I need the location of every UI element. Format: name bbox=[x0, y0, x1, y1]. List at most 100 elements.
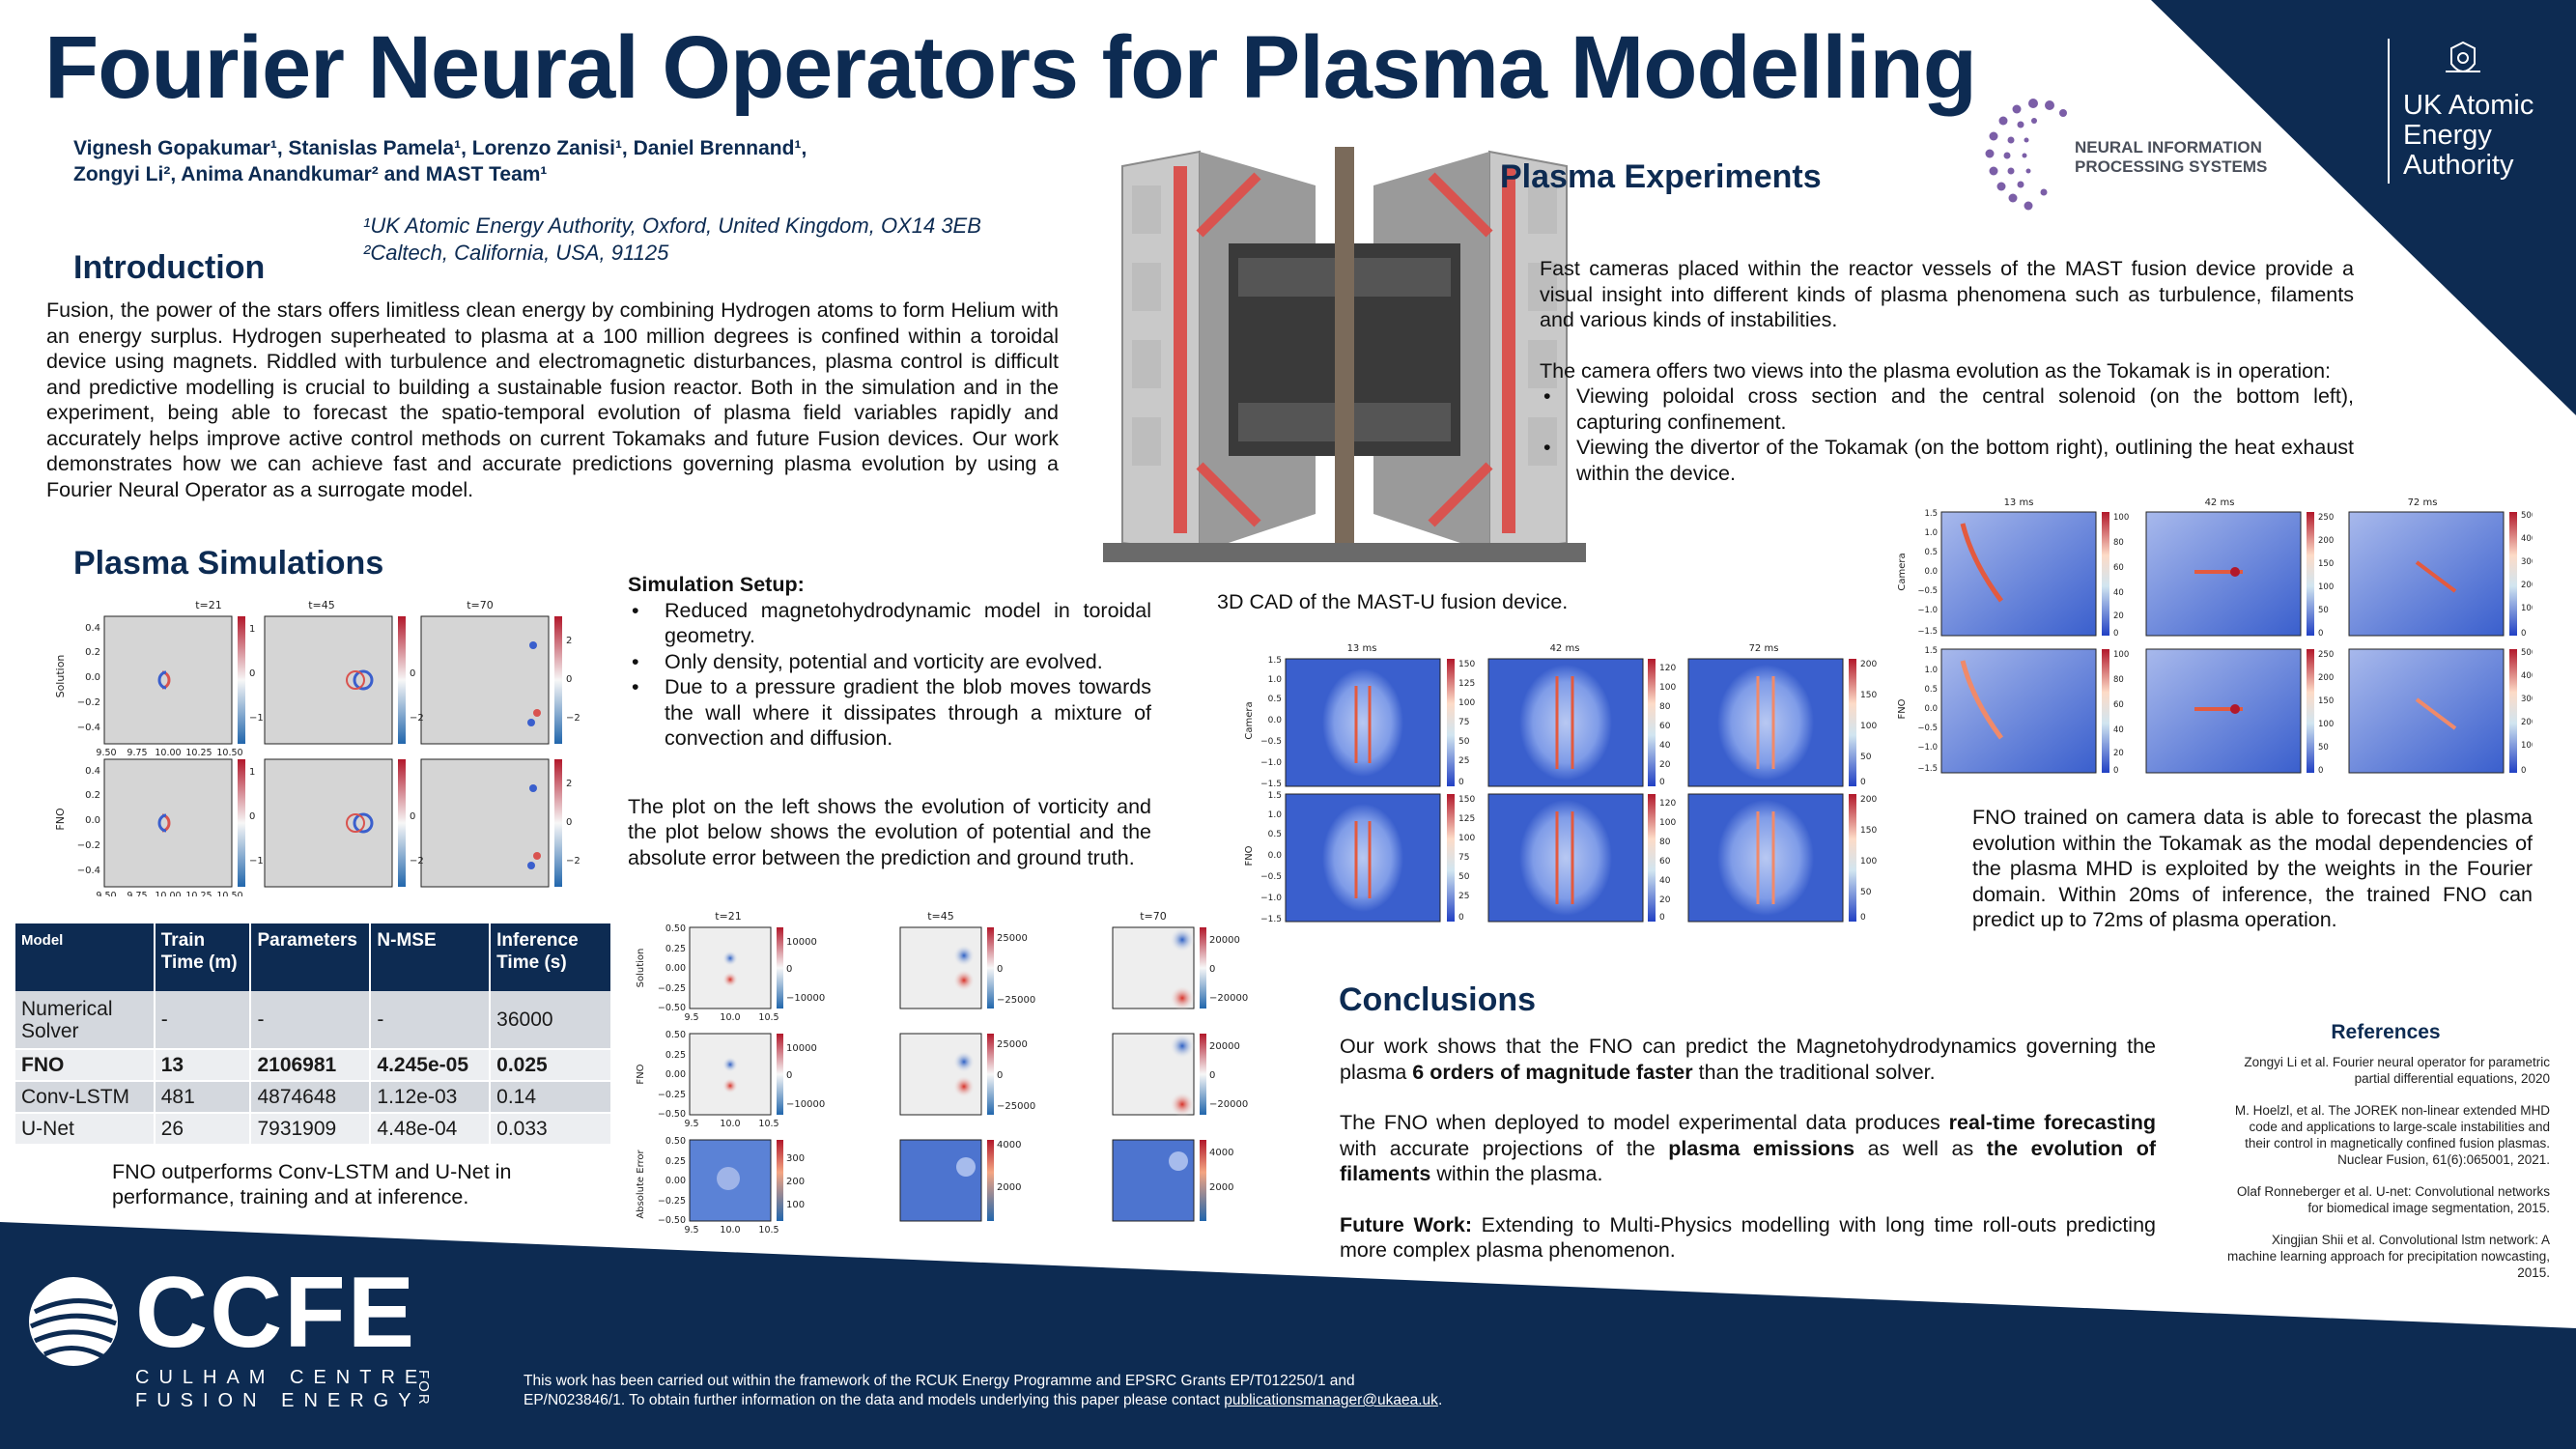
cam-r-cb6-4: 100 bbox=[2521, 741, 2533, 751]
cam-r-cb2-5: 0 bbox=[2318, 629, 2323, 639]
pot-row-label-3: Absolute Error bbox=[636, 1149, 646, 1218]
cam-l-cb3-4: 0 bbox=[1860, 778, 1866, 787]
cam-r-cb4-4: 20 bbox=[2113, 749, 2124, 758]
cam-r-cb5-3: 100 bbox=[2318, 720, 2334, 729]
table-cell: FNO bbox=[15, 1049, 156, 1082]
vort-cb2-a: 0 bbox=[410, 668, 415, 679]
pot-err1-a: 300 bbox=[786, 1153, 805, 1164]
cam-l-cb2-5: 20 bbox=[1659, 760, 1671, 770]
cam-l-cb1-0: 150 bbox=[1458, 660, 1475, 669]
cam-l-y1: 1.0 bbox=[1268, 675, 1283, 685]
affiliation-1: ¹UK Atomic Energy Authority, Oxford, Uni… bbox=[363, 213, 981, 238]
cam-l-cb5-2: 80 bbox=[1659, 838, 1671, 847]
ukaea-line-3: Authority bbox=[2403, 150, 2514, 181]
conclusion-paragraph-1: Our work shows that the FNO can predict … bbox=[1340, 1035, 2156, 1084]
vort-cb6-c: −2 bbox=[566, 856, 580, 867]
cam-l-cb2-4: 40 bbox=[1659, 741, 1671, 751]
cad-caption: 3D CAD of the MAST-U fusion device. bbox=[1217, 590, 1569, 613]
reference-2: M. Hoelzl, et al. The JOREK non-linear e… bbox=[2234, 1103, 2550, 1167]
pot-err3-a: 4000 bbox=[1209, 1148, 1233, 1158]
cam-l-cb5-4: 40 bbox=[1659, 876, 1671, 886]
vort-title-2: t=45 bbox=[308, 599, 335, 611]
cam-l-y12: −1.0 bbox=[1260, 894, 1282, 903]
cam-l-cb6-4: 0 bbox=[1860, 913, 1866, 923]
table-cell: Numerical Solver bbox=[15, 991, 156, 1050]
table-cell: - bbox=[370, 991, 492, 1050]
cam-r-cb5-1: 200 bbox=[2318, 673, 2334, 683]
vort-x6: 9.50 bbox=[96, 891, 116, 896]
simulation-setup: Simulation Setup: Reduced magnetohydrody… bbox=[628, 572, 1151, 870]
potential-plot: t=21 t=45 t=70 Solution FNO Absolute Err… bbox=[636, 910, 1248, 1236]
vort-x9: 10.25 bbox=[185, 891, 212, 896]
cam-r-cb1-4: 20 bbox=[2113, 611, 2124, 621]
pot-x6: 10.5 bbox=[758, 1119, 778, 1129]
cam-r-cb4-2: 60 bbox=[2113, 700, 2124, 710]
ukaea-line-2: Energy bbox=[2403, 120, 2492, 151]
experiments-item-1: Viewing poloidal cross section and the c… bbox=[1540, 384, 2354, 435]
cam-l-y5: −1.0 bbox=[1260, 758, 1282, 768]
cam-l-cb2-2: 80 bbox=[1659, 702, 1671, 712]
cam-r-cb1-1: 80 bbox=[2113, 538, 2124, 548]
cam-l-cb5-6: 0 bbox=[1659, 913, 1665, 923]
cam-r-y4: −0.5 bbox=[1917, 586, 1938, 596]
table-cell: 26 bbox=[154, 1113, 252, 1146]
simulations-heading: Plasma Simulations bbox=[73, 545, 384, 582]
cam-l-cb2-0: 120 bbox=[1659, 664, 1676, 673]
vort-cb1-c: −1 bbox=[249, 713, 264, 724]
footer-text: This work has been carried out within th… bbox=[524, 1372, 1683, 1410]
neurips-line-2: PROCESSING SYSTEMS bbox=[2075, 157, 2268, 176]
cam-r-y9: 0.5 bbox=[1924, 685, 1938, 695]
corner-banner bbox=[2151, 0, 2576, 415]
vort-y7: 0.2 bbox=[85, 790, 100, 801]
table-header-params: Parameters bbox=[250, 923, 372, 991]
cam-r-cb3-0: 500 bbox=[2521, 511, 2533, 521]
footer-line-2: EP/N023846/1. To obtain further informat… bbox=[524, 1392, 1443, 1408]
cam-l-cb3-2: 100 bbox=[1860, 722, 1877, 731]
cam-r-cb1-2: 60 bbox=[2113, 563, 2124, 573]
cam-l-title-1: 13 ms bbox=[1347, 643, 1377, 654]
reference-3: Olaf Ronneberger et al. U-net: Convoluti… bbox=[2236, 1184, 2550, 1215]
introduction-text: Fusion, the power of the stars offers li… bbox=[46, 298, 1059, 501]
contact-email-link[interactable]: publicationsmanager@ukaea.uk bbox=[1224, 1392, 1438, 1408]
pot-err3-b: 2000 bbox=[1209, 1182, 1233, 1193]
cam-r-cb1-5: 0 bbox=[2113, 629, 2118, 639]
cam-r-y0: 1.5 bbox=[1924, 509, 1938, 519]
table-cell: 0.025 bbox=[490, 1049, 612, 1082]
pot-cb1-a: 10000 bbox=[786, 937, 817, 948]
cam-r-cb2-4: 50 bbox=[2318, 606, 2329, 615]
cam-l-y13: −1.5 bbox=[1260, 915, 1282, 924]
table-header-train: Train Time (m) bbox=[154, 923, 252, 991]
pot-cb1-b: 0 bbox=[786, 964, 792, 975]
cam-l-cb3-3: 50 bbox=[1860, 753, 1872, 762]
pot-cb2-b: 0 bbox=[997, 964, 1003, 975]
ukaea-logo: UK Atomic Energy Authority bbox=[2388, 39, 2571, 193]
table-cell: 4874648 bbox=[250, 1081, 372, 1114]
table-cell: - bbox=[250, 991, 372, 1050]
cam-r-cb1-3: 40 bbox=[2113, 588, 2124, 598]
vorticity-plot: t=21 t=45 t=70 Solution FNO 1 0 −1 bbox=[54, 599, 580, 896]
vort-y5: −0.4 bbox=[77, 723, 100, 733]
vort-y9: −0.2 bbox=[77, 840, 100, 851]
cam-r-cb4-3: 40 bbox=[2113, 725, 2124, 735]
cam-r-y13: −1.5 bbox=[1917, 764, 1938, 774]
pot-title-1: t=21 bbox=[715, 910, 742, 923]
results-table: Model Train Time (m) Parameters N-MSE In… bbox=[15, 923, 612, 1146]
pot-cb5-b: 0 bbox=[997, 1070, 1003, 1081]
cam-l-cb4-3: 75 bbox=[1458, 853, 1469, 863]
vort-cb1-b: 0 bbox=[249, 668, 255, 679]
pot-y11: 0.50 bbox=[665, 1136, 686, 1147]
conclusions-heading: Conclusions bbox=[1339, 981, 1537, 1018]
vort-title-3: t=70 bbox=[467, 599, 494, 611]
poster-title: Fourier Neural Operators for Plasma Mode… bbox=[44, 18, 1977, 117]
vort-y3: 0.0 bbox=[85, 672, 100, 683]
cam-l-y6: −1.5 bbox=[1260, 780, 1282, 789]
neurips-logo: NEURAL INFORMATION PROCESSING SYSTEMS bbox=[1980, 92, 2270, 217]
pot-err2-b: 2000 bbox=[997, 1182, 1021, 1193]
cam-l-cb4-4: 50 bbox=[1458, 872, 1470, 882]
cam-r-cb4-0: 100 bbox=[2113, 650, 2129, 660]
cam-l-cb2-6: 0 bbox=[1659, 778, 1665, 787]
table-header-model: Model bbox=[15, 923, 156, 991]
vort-cb3-b: 0 bbox=[566, 674, 572, 685]
cam-l-cb2-1: 100 bbox=[1659, 683, 1676, 693]
pot-y1: 0.50 bbox=[665, 923, 686, 934]
